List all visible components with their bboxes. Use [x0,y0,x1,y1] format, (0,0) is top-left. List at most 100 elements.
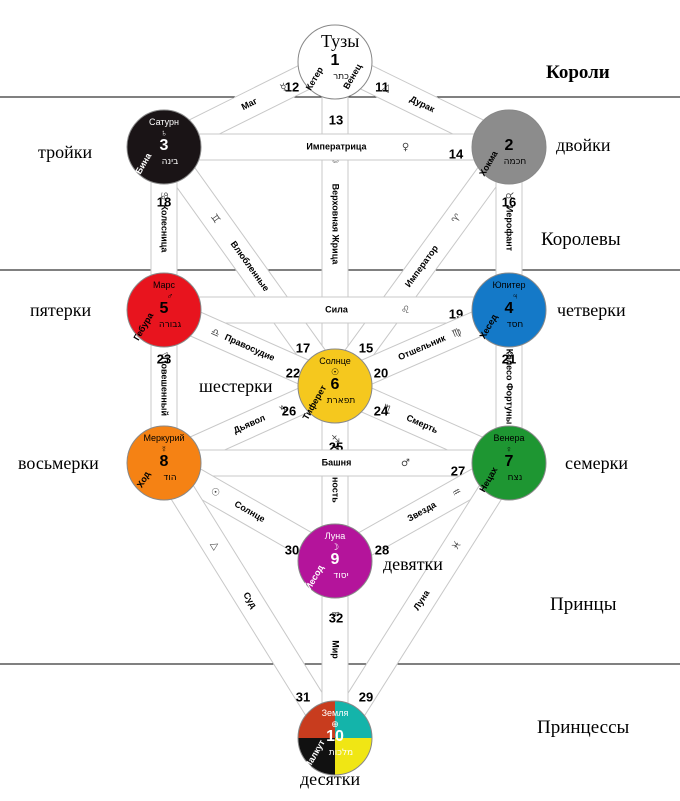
path-glyph-icon: ♎ [209,326,222,340]
sephira-planet: Луна [325,531,345,541]
sephira-planet: Сатурн [149,117,179,127]
path-name: Мир [331,640,341,659]
rank-label-sixes: шестерки [199,376,273,396]
path-glyph-icon: ☿ [279,82,289,95]
path-number: 31 [296,689,310,704]
path-number: 20 [374,365,388,380]
path-23: Повешенный▽23 [150,309,178,464]
sephira-number: 2 [505,137,514,154]
sephira-planet: Юпитер [492,280,525,290]
path-name: Императрица [306,141,367,151]
sephira-outline [297,700,373,776]
planet-symbol-icon: ♀ [506,444,513,454]
sephira-hebrew: נצח [508,473,523,483]
path-number: 29 [359,689,373,704]
path-29: Луна♓29 [323,455,521,746]
zone-label-princesses: Принцессы [537,717,629,738]
planet-symbol-icon: ☿ [161,444,168,454]
zone-label-queens: Королевы [541,229,621,250]
sephira-number: 9 [331,551,340,568]
rank-label-eights: восьмерки [18,453,99,473]
path-glyph-icon: ♍ [451,326,464,340]
earth-quarter [298,738,335,775]
sephira-number: 4 [505,300,514,317]
sephira-hebrew: בינה [162,157,179,167]
rank-label-tens: десятки [300,769,360,789]
sephira-circle [297,24,373,100]
sephira-circle [126,109,202,185]
sephira-planet: Солнце [319,356,351,366]
rank-label-twos: двойки [556,135,611,155]
sephira-circle [471,425,547,501]
path-name: Башня [322,457,352,467]
path-number: 11 [375,79,389,94]
sephira-planet: Марс [153,280,176,290]
path-name: Колесо Фортуны [505,349,515,425]
path-number: 32 [329,610,343,625]
sephira-hebrew: הוד [163,473,176,483]
rank-label-fives: пятерки [30,300,92,320]
path-14: Императрица♀14 [163,133,510,161]
path-number: 30 [285,542,299,557]
sephira-hebrew: יסוד [333,571,348,581]
path-glyph-icon: ♐ [329,434,340,443]
sephira-hebrew: חסד [507,320,524,330]
zone-label-kings: Короли [546,62,610,83]
path-number: 16 [502,194,516,209]
sephira-circle [471,109,547,185]
sephira-number: 8 [160,453,169,470]
path-name: Сила [325,304,349,314]
path-number: 23 [157,351,171,366]
earth-quarter [335,701,372,738]
path-glyph-icon: ♑ [278,403,291,417]
sephira-hebrew: כתר [333,72,349,82]
rank-label-sevens: семерки [565,453,628,473]
planet-symbol-icon: ♄ [161,128,168,138]
sephira-number: 3 [160,137,169,154]
sephira-hebrew: גבורה [159,320,182,330]
path-12: Маг☿12 [157,49,342,160]
path-name: Повешенный [160,357,170,416]
path-glyph-icon: ♉ [503,191,514,200]
path-27: Башня♂27 [163,449,510,478]
path-number: 14 [449,146,464,161]
path-number: 22 [286,365,300,380]
path-glyph-icon: ▽ [158,352,169,360]
sephira-hebrew: מלכות [329,748,353,758]
sephira-planet: Меркурий [143,433,184,443]
path-glyph-icon: ♄ [329,610,340,619]
path-number: 13 [329,112,343,127]
path-number: 18 [157,194,171,209]
planet-symbol-icon: ♂ [167,291,174,301]
planet-symbol-icon: ☽ [331,542,339,552]
path-number: 28 [375,542,389,557]
planet-symbol-icon: ☉ [331,367,339,377]
path-name: Верховная Жрица [331,184,341,266]
sephira-circle [126,272,202,348]
earth-quarter [298,701,335,738]
rank-label-aces: Тузы [321,31,359,51]
path-glyph-icon: ♂ [401,458,410,469]
path-name: Иерофант [505,206,515,252]
sephira-circle [297,348,373,424]
sephira-circle [297,523,373,599]
path-glyph-icon: ♏ [381,403,394,417]
sephira-planet: Земля [322,708,349,718]
sephira-number: 7 [505,453,514,470]
path-number: 26 [282,403,296,418]
sephira-number: 1 [331,52,340,69]
planet-symbol-icon: ⊕ [331,719,339,729]
